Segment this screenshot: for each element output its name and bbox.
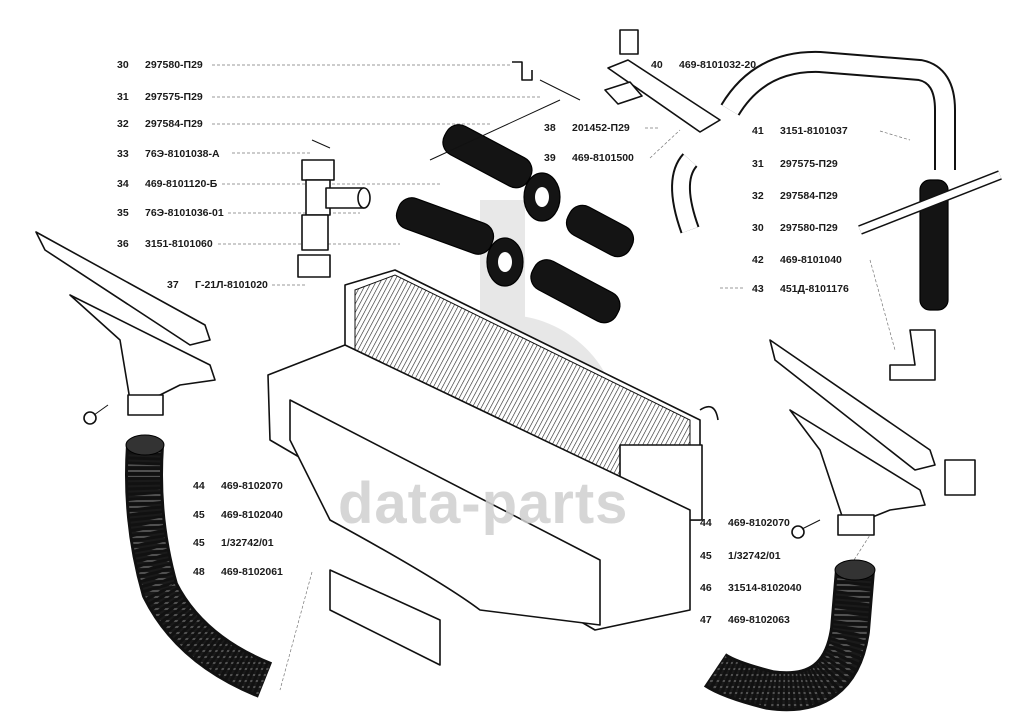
callout-part: 297584-П29 xyxy=(780,190,838,202)
callout-part: 451Д-8101176 xyxy=(780,283,849,295)
callout-part: 469-8102070 xyxy=(221,480,283,492)
callout-47: 47 469-8102063 xyxy=(700,614,790,626)
callout-38: 38 201452-П29 xyxy=(544,122,630,134)
callout-num: 44 xyxy=(193,480,205,492)
callout-part: 469-8102040 xyxy=(221,509,283,521)
callout-31-left: 31 297575-П29 xyxy=(117,91,203,103)
callout-48: 48 469-8102061 xyxy=(193,566,283,578)
callout-37: 37 Г-21Л-8101020 xyxy=(167,279,268,291)
callout-39: 39 469-8101500 xyxy=(544,152,634,164)
callout-part: 297584-П29 xyxy=(145,118,203,130)
callout-part: 469-8102070 xyxy=(728,517,790,529)
right-air-nozzle xyxy=(769,339,976,536)
callout-num: 42 xyxy=(752,254,764,266)
callout-num: 30 xyxy=(752,222,764,234)
callout-42: 42 469-8101040 xyxy=(752,254,842,266)
heater-tap xyxy=(297,139,371,278)
callout-43: 43 451Д-8101176 xyxy=(752,283,849,295)
rubber-hoses xyxy=(395,124,635,324)
callout-part: 297575-П29 xyxy=(780,158,838,170)
callout-34: 34 469-8101120-Б xyxy=(117,178,217,190)
left-corrugated-hose xyxy=(125,434,273,698)
leader-lines xyxy=(212,64,911,691)
callout-num: 40 xyxy=(651,59,663,71)
callout-part: 469-8101120-Б xyxy=(145,178,218,190)
callout-part: 1/32742/01 xyxy=(728,550,781,562)
callout-part: 3151-8101060 xyxy=(145,238,213,250)
callout-num: 30 xyxy=(117,59,129,71)
callout-33: 33 76Э-8101038-А xyxy=(117,148,220,160)
callout-num: 45 xyxy=(193,509,205,521)
callout-num: 36 xyxy=(117,238,129,250)
callout-part: 469-8101040 xyxy=(780,254,842,266)
callout-num: 44 xyxy=(700,517,712,529)
callout-part: 1/32742/01 xyxy=(221,537,274,549)
callout-part: 76Э-8101036-01 xyxy=(145,207,224,219)
callout-41: 41 3151-8101037 xyxy=(752,125,848,137)
callout-num: 38 xyxy=(544,122,556,134)
callout-44-right: 44 469-8102070 xyxy=(700,517,790,529)
watermark-text: data-parts xyxy=(338,471,629,536)
clamp-parts-top xyxy=(429,61,581,161)
callout-part: 297580-П29 xyxy=(145,59,203,71)
callout-35: 35 76Э-8101036-01 xyxy=(117,207,224,219)
callout-45b-left: 45 1/32742/01 xyxy=(193,537,274,549)
callout-part: 469-8101032-20 xyxy=(679,59,757,71)
callout-num: 46 xyxy=(700,582,712,594)
callout-num: 32 xyxy=(752,190,764,202)
callout-num: 32 xyxy=(117,118,129,130)
callout-part: Г-21Л-8101020 xyxy=(195,279,268,291)
callout-num: 37 xyxy=(167,279,179,291)
callout-part: 297575-П29 xyxy=(145,91,203,103)
callout-31-right: 31 297575-П29 xyxy=(752,158,838,170)
callout-num: 41 xyxy=(752,125,764,137)
callout-part: 297580-П29 xyxy=(780,222,838,234)
callout-part: 469-8101500 xyxy=(572,152,634,164)
callout-32-left: 32 297584-П29 xyxy=(117,118,203,130)
callout-num: 43 xyxy=(752,283,764,295)
callout-num: 34 xyxy=(117,178,129,190)
callout-part: 76Э-8101038-А xyxy=(145,148,220,160)
callout-part: 469-8102061 xyxy=(221,566,283,578)
callout-num: 31 xyxy=(752,158,764,170)
callout-part: 201452-П29 xyxy=(572,122,630,134)
callout-part: 31514-8102040 xyxy=(728,582,802,594)
callout-45-right: 45 1/32742/01 xyxy=(700,550,781,562)
callout-num: 48 xyxy=(193,566,205,578)
callout-30-right: 30 297580-П29 xyxy=(752,222,838,234)
right-corrugated-hose xyxy=(703,559,876,712)
callout-num: 35 xyxy=(117,207,129,219)
heater-housing xyxy=(267,344,691,666)
callout-30-left: 30 297580-П29 xyxy=(117,59,203,71)
screws xyxy=(83,404,821,539)
pipe-41 xyxy=(671,50,1002,381)
callout-num: 33 xyxy=(117,148,129,160)
left-air-nozzle xyxy=(35,231,216,416)
callout-45a-left: 45 469-8102040 xyxy=(193,509,283,521)
callout-40: 40 469-8101032-20 xyxy=(651,59,756,71)
callout-46: 46 31514-8102040 xyxy=(700,582,802,594)
callout-part: 3151-8101037 xyxy=(780,125,848,137)
callout-num: 39 xyxy=(544,152,556,164)
callout-num: 47 xyxy=(700,614,712,626)
callout-36: 36 3151-8101060 xyxy=(117,238,213,250)
callout-num: 45 xyxy=(193,537,205,549)
bracket-40 xyxy=(604,29,721,133)
callout-32-right: 32 297584-П29 xyxy=(752,190,838,202)
callout-44-left: 44 469-8102070 xyxy=(193,480,283,492)
callout-num: 45 xyxy=(700,550,712,562)
callout-num: 31 xyxy=(117,91,129,103)
callout-part: 469-8102063 xyxy=(728,614,790,626)
